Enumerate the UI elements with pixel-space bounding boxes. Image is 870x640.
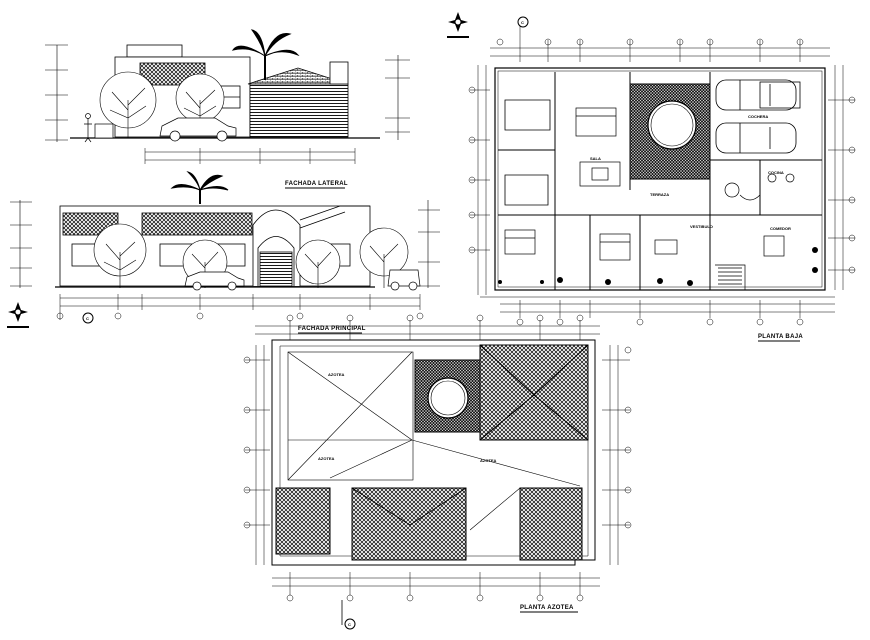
roof-plan-patio <box>414 359 481 433</box>
side-elevation-palm <box>231 29 300 80</box>
roof-label-b: AZOTEA <box>318 456 335 461</box>
roof-plan-dimension-right <box>602 345 632 565</box>
roof-plan-tiled-roofs <box>275 487 583 561</box>
roof-plan: AZOTEA AZOTEA AZOTEA C PLANTA AZOTEA <box>243 314 632 630</box>
north-arrow-icon <box>447 12 469 38</box>
front-elevation-title: FACHADA PRINCIPAL <box>298 326 366 332</box>
ground-plan-dimension-left <box>468 65 490 295</box>
roof-plan-dimension-bottom <box>272 572 600 602</box>
side-elevation-level-scale-right <box>385 55 410 140</box>
room-label-living: SALA <box>590 156 601 161</box>
ground-plan-title: PLANTA BAJA <box>758 334 803 340</box>
front-elevation-level-scale <box>10 200 32 288</box>
front-elevation-level-scale-right <box>418 200 440 288</box>
side-elevation-tree-left <box>99 71 157 138</box>
roof-plan-dimension-left <box>243 345 270 565</box>
ground-plan-patio <box>629 83 711 180</box>
roof-plan-title: PLANTA AZOTEA <box>520 605 574 611</box>
roof-label-c: AZOTEA <box>480 458 497 463</box>
roof-plan-section-marker: C <box>341 600 356 630</box>
front-elevation-cars <box>184 269 421 291</box>
ground-plan-plants <box>498 247 818 286</box>
front-elevation: C <box>10 171 440 324</box>
side-elevation-car <box>159 117 237 142</box>
side-elevation-level-scale <box>45 44 68 142</box>
front-elevation-section-marker: C <box>82 312 94 324</box>
room-label-dining: COMEDOR <box>770 226 791 231</box>
side-elevation-dimension <box>144 148 356 164</box>
ground-plan-dimension-bottom <box>480 296 835 326</box>
side-elevation-tree-middle <box>175 73 225 136</box>
roof-plan-hip-roof <box>479 344 589 441</box>
front-elevation-dimension <box>56 294 424 320</box>
ground-plan-dimension-top <box>490 22 830 62</box>
ground-plan-section-marker: C <box>517 16 529 28</box>
room-label-garage: COCHERA <box>748 114 768 119</box>
north-arrow-icon-2 <box>7 302 29 328</box>
side-elevation: FACHADA LATERAL <box>45 29 410 189</box>
room-label-hall: VESTIBULO <box>690 224 713 229</box>
ground-floor-plan: C <box>468 16 856 342</box>
ground-plan-garage-cars <box>715 79 801 154</box>
svg-text:C: C <box>521 20 524 25</box>
room-label-terrace: TERRAZA <box>650 192 669 197</box>
side-elevation-title: FACHADA LATERAL <box>285 181 348 187</box>
room-label-kitchen: COCINA <box>768 170 784 175</box>
ground-plan-furniture <box>504 107 795 290</box>
roof-plan-flat-area <box>287 351 581 487</box>
svg-text:C: C <box>86 316 89 321</box>
svg-text:C: C <box>348 622 351 627</box>
ground-plan-dimension-right <box>828 65 856 290</box>
side-elevation-people <box>84 113 114 143</box>
front-elevation-palm <box>170 171 229 204</box>
roof-label-a: AZOTEA <box>328 372 345 377</box>
